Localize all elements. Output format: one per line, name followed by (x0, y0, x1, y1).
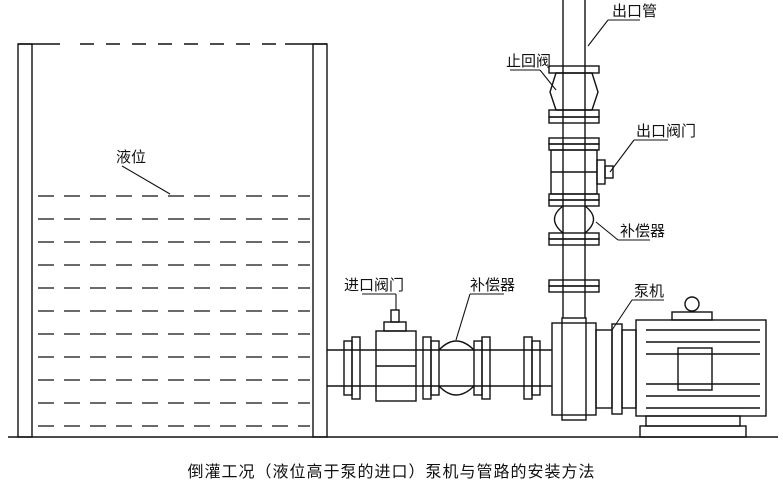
label-lower-compensator: 补偿器 (470, 276, 515, 294)
inlet-valve (375, 309, 417, 402)
tank (17, 43, 328, 438)
label-liquid-level: 液位 (116, 148, 146, 166)
liquid-lines (38, 195, 310, 427)
leader-lines (121, 19, 668, 341)
outlet-valve (550, 149, 614, 195)
figure-caption: 倒灌工况（液位高于泵的进口）泵机与管路的安装方法 (187, 462, 596, 481)
outlet-flanges (548, 65, 600, 293)
pump-casing (551, 317, 637, 421)
inlet-flanges (343, 336, 541, 400)
label-outlet-pipe: 出口管 (612, 2, 657, 20)
label-pump: 泵机 (634, 282, 664, 300)
lower-compensator (438, 340, 475, 396)
upper-compensator (553, 205, 595, 234)
check-valve (549, 72, 599, 111)
label-outlet-valve: 出口阀门 (636, 122, 696, 140)
outlet-pipe (562, 0, 586, 318)
label-upper-compensator: 补偿器 (620, 222, 665, 240)
label-inlet-valve: 进口阀门 (344, 276, 404, 294)
label-check-valve: 止回阀 (506, 52, 551, 70)
motor (635, 296, 767, 438)
